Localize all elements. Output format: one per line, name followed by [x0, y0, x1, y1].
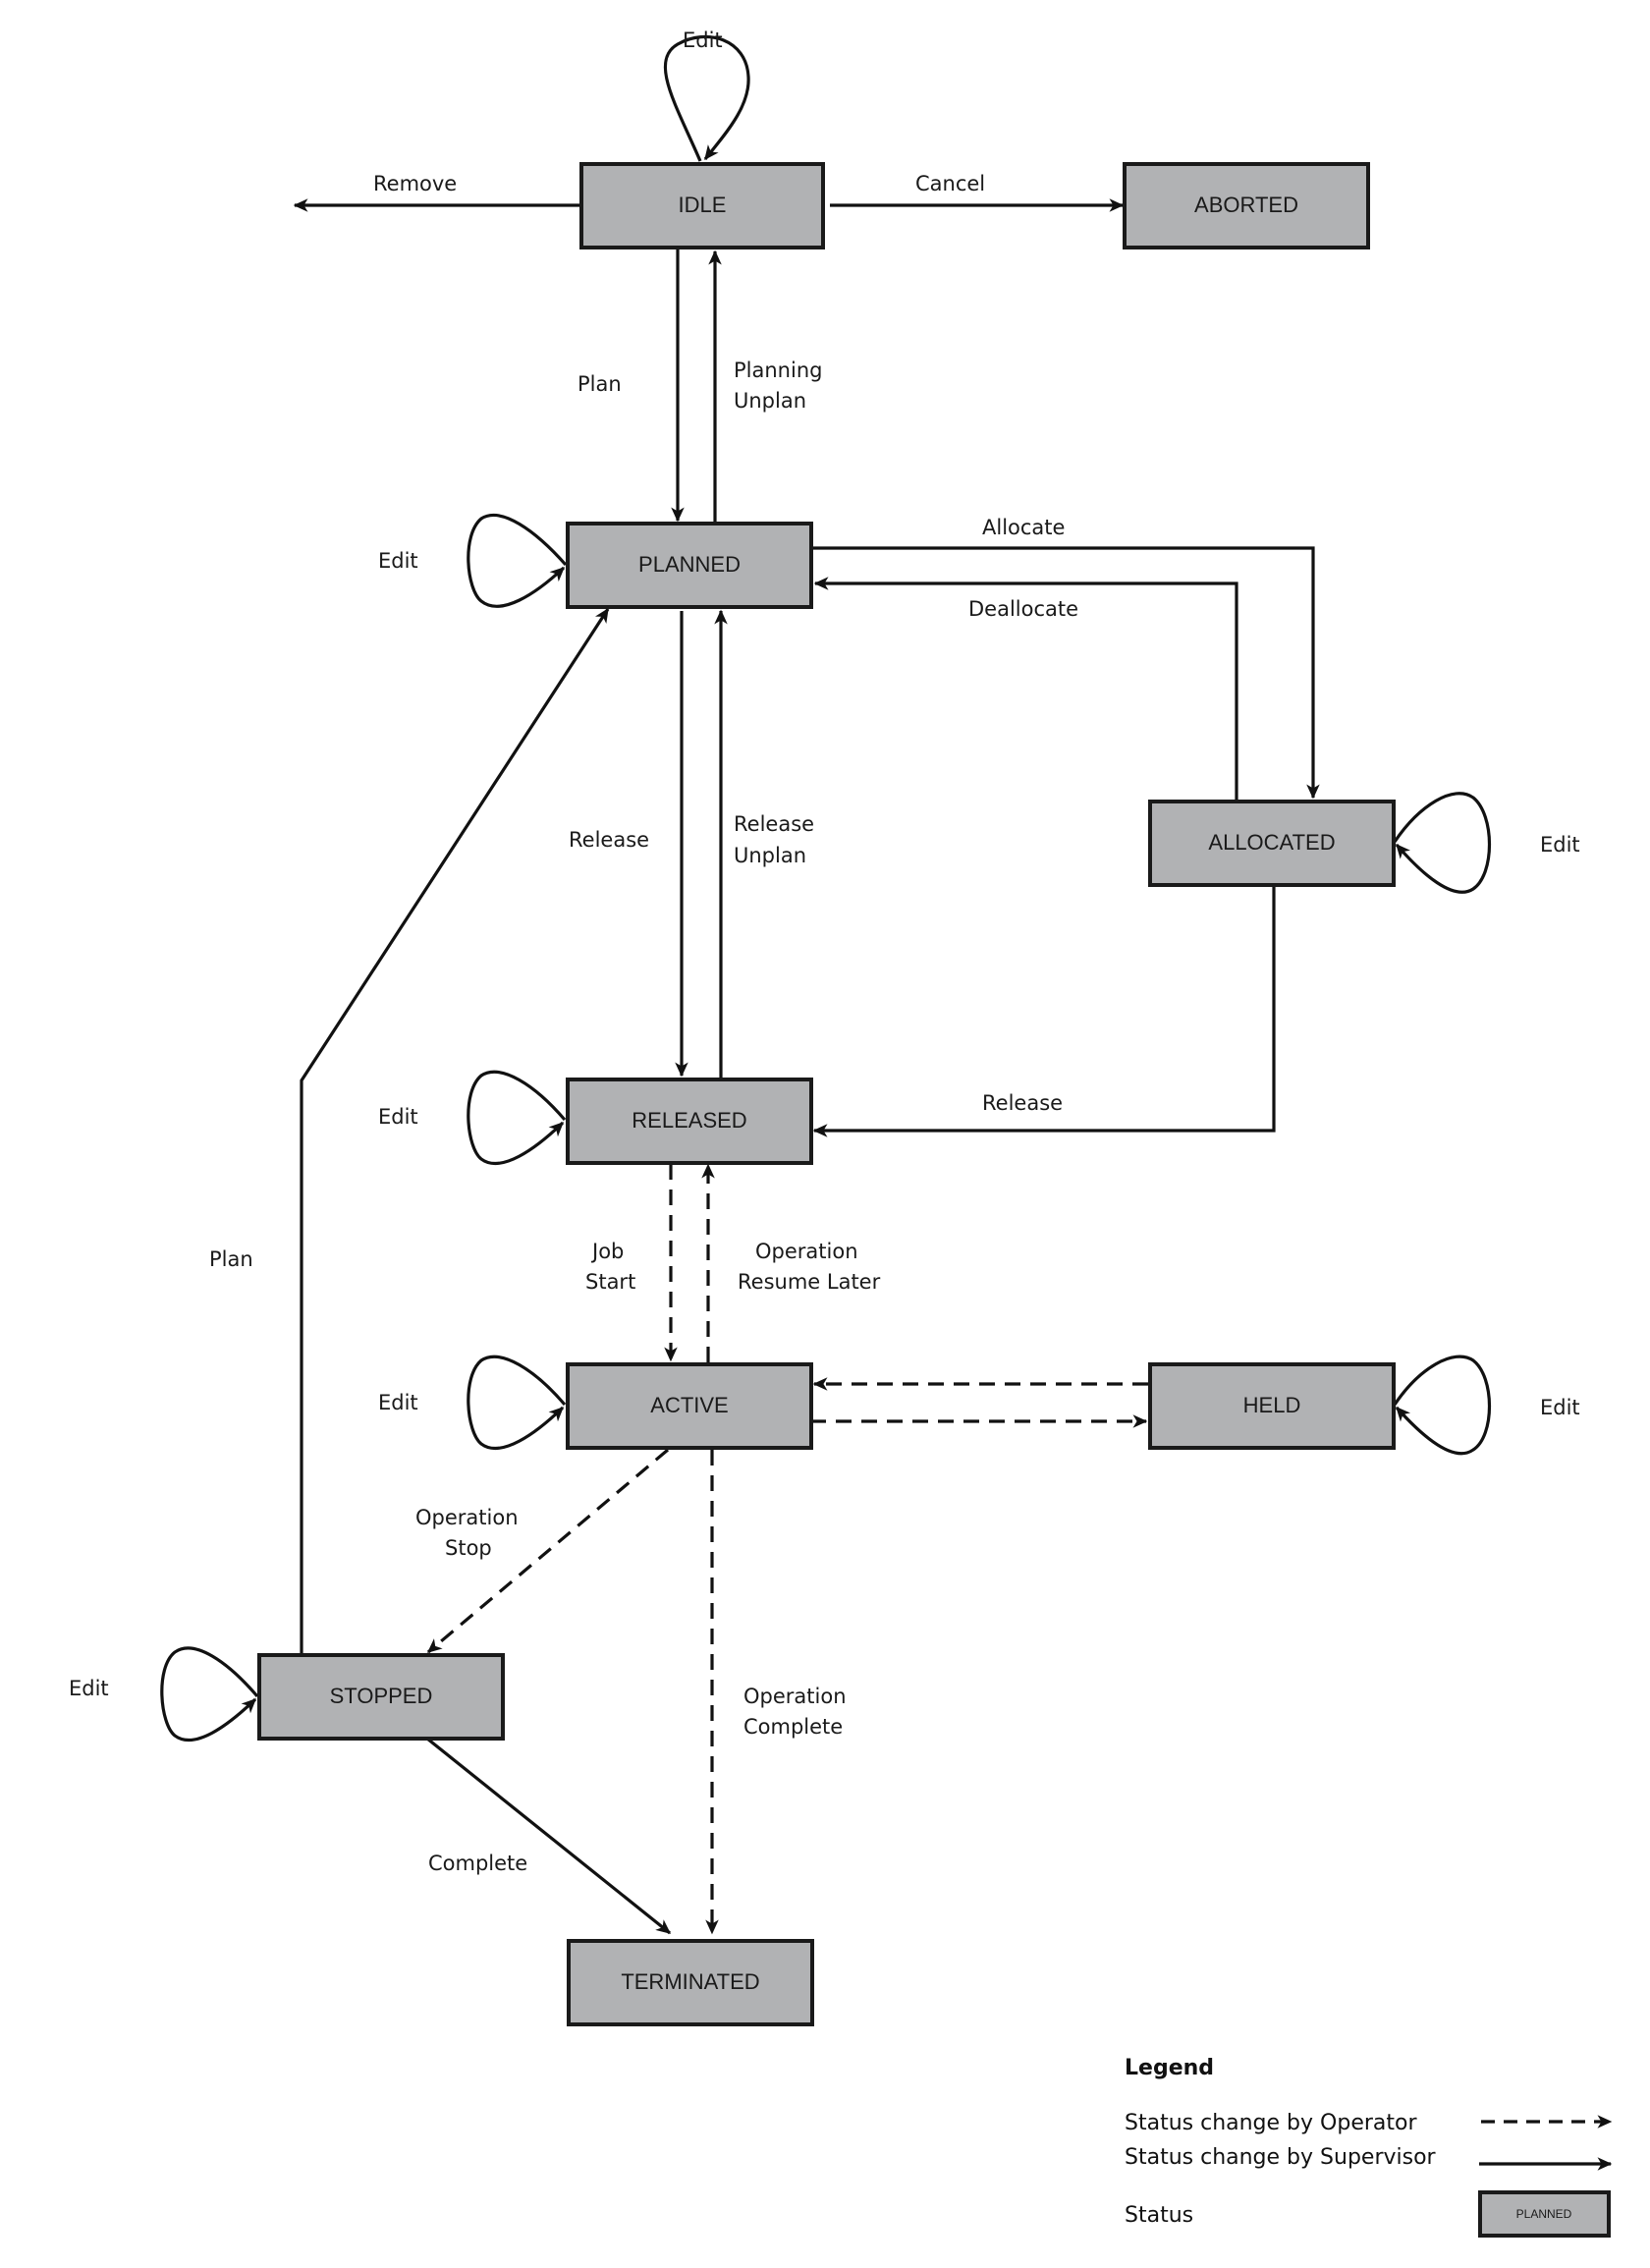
allocate-arrow [811, 546, 1320, 800]
stopped-edit-loop [160, 1646, 259, 1742]
idle-edit-label: Edit [683, 28, 723, 52]
state-stopped: STOPPED [257, 1653, 505, 1741]
legend-status-sample: PLANNED [1516, 2207, 1572, 2221]
allocated-release-arrow [812, 884, 1276, 1137]
deallocate-label: Deallocate [968, 597, 1078, 621]
stopped-complete-label: Complete [428, 1852, 527, 1875]
job-start-label-1: Job [590, 1240, 624, 1263]
legend-title: Legend [1125, 2056, 1214, 2080]
state-label: PLANNED [638, 552, 741, 577]
state-held: HELD [1148, 1362, 1396, 1450]
held-edit-label: Edit [1540, 1396, 1580, 1419]
state-terminated: TERMINATED [567, 1939, 814, 2026]
held-edit-loop [1393, 1355, 1491, 1456]
cancel-label: Cancel [915, 172, 985, 195]
planning-unplan-label-1: Planning [734, 359, 822, 382]
state-label: STOPPED [330, 1684, 433, 1708]
operation-stop-label-2: Stop [445, 1536, 492, 1560]
allocated-edit-loop [1393, 792, 1491, 894]
planned-edit-loop [467, 513, 568, 608]
state-label: HELD [1243, 1393, 1301, 1417]
planned-release-label: Release [569, 828, 649, 852]
legend-operator-label: Status change by Operator [1125, 2111, 1417, 2135]
state-aborted: ABORTED [1123, 162, 1370, 249]
job-start-label-2: Start [585, 1270, 635, 1294]
active-edit-loop [467, 1355, 567, 1451]
deallocate-arrow [813, 577, 1238, 800]
legend: Legend Status change by Operator Status … [1125, 2056, 1613, 2238]
operation-stop-label-1: Operation [415, 1506, 519, 1529]
state-label: ALLOCATED [1208, 830, 1335, 855]
state-planned: PLANNED [566, 522, 813, 609]
resume-later-label-2: Resume Later [738, 1270, 881, 1294]
legend-status-box [1478, 2190, 1611, 2238]
idle-plan-label: Plan [578, 372, 622, 396]
legend-supervisor-label: Status change by Supervisor [1125, 2145, 1437, 2170]
release-unplan-label-1: Release [734, 812, 814, 836]
released-edit-label: Edit [378, 1105, 418, 1129]
allocated-release-label: Release [982, 1091, 1063, 1115]
resume-later-label-1: Operation [755, 1240, 858, 1263]
allocate-label: Allocate [982, 516, 1065, 539]
planning-unplan-label-2: Unplan [734, 389, 806, 413]
state-label: TERMINATED [621, 1969, 759, 1994]
state-released: RELEASED [566, 1078, 813, 1165]
state-active: ACTIVE [566, 1362, 813, 1450]
remove-label: Remove [373, 172, 457, 195]
state-label: RELEASED [632, 1108, 746, 1133]
active-edit-label: Edit [378, 1391, 418, 1414]
legend-status-label: Status [1125, 2203, 1193, 2228]
planned-edit-label: Edit [378, 549, 418, 573]
state-idle: IDLE [579, 162, 825, 249]
stopped-complete-arrow [425, 1737, 672, 1935]
stopped-plan-arrow [300, 607, 610, 1654]
operation-complete-label-1: Operation [743, 1685, 847, 1708]
released-edit-loop [467, 1070, 567, 1166]
state-label: IDLE [679, 193, 727, 217]
stopped-edit-label: Edit [69, 1677, 109, 1700]
release-unplan-label-2: Unplan [734, 844, 806, 867]
allocated-edit-label: Edit [1540, 833, 1580, 857]
idle-edit-loop [663, 34, 750, 162]
stopped-plan-label: Plan [209, 1247, 253, 1271]
state-label: ABORTED [1194, 193, 1298, 217]
state-label: ACTIVE [650, 1393, 728, 1417]
operation-complete-label-2: Complete [743, 1715, 843, 1739]
state-allocated: ALLOCATED [1148, 800, 1396, 887]
operation-stop-arrow [426, 1448, 670, 1654]
